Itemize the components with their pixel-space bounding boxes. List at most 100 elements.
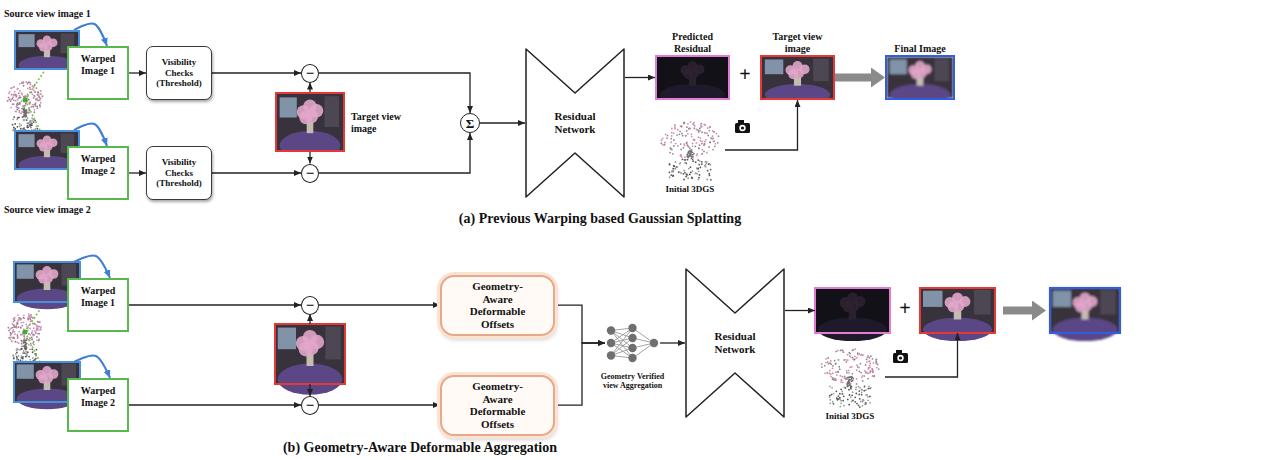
cloud-point xyxy=(683,123,685,125)
cloud-point xyxy=(706,152,708,154)
cloud-point xyxy=(686,143,688,145)
cloud-point xyxy=(843,386,845,388)
cloud-point xyxy=(25,116,27,118)
cloud-point xyxy=(673,139,675,141)
cloud-point xyxy=(709,142,711,144)
cloud-point xyxy=(849,394,851,396)
cloud-point xyxy=(33,111,35,113)
cloud-point xyxy=(858,394,860,396)
cloud-point xyxy=(27,83,29,85)
cloud-point xyxy=(27,317,29,319)
photo-window xyxy=(278,328,296,350)
cloud-point xyxy=(837,371,839,373)
cloud-point xyxy=(17,88,19,90)
cloud-point xyxy=(698,130,700,132)
cloud-point xyxy=(869,360,871,362)
cloud-point xyxy=(669,171,671,173)
cloud-point xyxy=(674,124,676,126)
cloud-point xyxy=(675,161,677,163)
cloud-point xyxy=(839,375,841,377)
flow-arrow xyxy=(309,384,310,396)
cloud-point xyxy=(30,126,32,128)
cloud-point xyxy=(20,327,22,329)
node-label: Warped Image 2 xyxy=(69,385,127,408)
cloud-point xyxy=(863,375,865,377)
cloud-point xyxy=(867,372,869,374)
cloud-point xyxy=(862,354,864,356)
cloud-point xyxy=(712,140,714,142)
cloud-point xyxy=(701,141,703,143)
cloud-point xyxy=(27,318,29,320)
cloud-point xyxy=(853,359,855,361)
cloud-point xyxy=(849,355,851,357)
cloud-point xyxy=(861,389,863,391)
photo-shelf xyxy=(325,326,340,359)
cloud-point xyxy=(697,129,699,131)
cloud-point xyxy=(869,396,871,398)
cloud-point xyxy=(852,380,854,382)
cloud-point xyxy=(841,391,843,393)
cloud-point xyxy=(12,327,14,329)
cloud-point xyxy=(29,102,31,104)
flow-arrow xyxy=(885,333,958,377)
cloud-point xyxy=(704,132,706,134)
cloud-point xyxy=(681,133,683,135)
cloud-point xyxy=(35,324,37,326)
flow-arrow xyxy=(625,77,655,78)
cloud-point xyxy=(674,168,676,170)
cloud-point xyxy=(718,135,720,137)
cloud-point xyxy=(666,137,668,139)
photo-blossom xyxy=(948,302,959,313)
cloud-point xyxy=(698,170,700,172)
cloud-point xyxy=(700,167,702,169)
cloud-point xyxy=(835,363,837,365)
cloud-point xyxy=(32,351,34,353)
cloud-point xyxy=(20,322,22,324)
cloud-point xyxy=(840,350,842,352)
process-box: Visibility Checks (Threshold) xyxy=(146,46,212,100)
cloud-point xyxy=(23,340,25,342)
cloud-point xyxy=(28,112,30,114)
cloud-point xyxy=(848,380,850,382)
cloud-point xyxy=(834,363,836,365)
cloud-point xyxy=(29,120,31,122)
cloud-point xyxy=(24,111,26,113)
cloud-point xyxy=(709,175,711,177)
camera-lens-core xyxy=(741,126,744,129)
cloud-point xyxy=(715,143,717,145)
photo-blossom xyxy=(299,342,313,356)
cloud-point xyxy=(869,362,871,364)
cloud-point xyxy=(878,368,880,370)
cloud-point xyxy=(669,147,671,149)
flow-arrow xyxy=(480,122,525,123)
heading-label: Target view image xyxy=(351,111,419,134)
cloud-point xyxy=(21,355,23,357)
cloud-point xyxy=(38,326,40,328)
cloud-point xyxy=(856,378,858,380)
cloud-point xyxy=(701,131,703,133)
camera-lens xyxy=(897,355,903,361)
cloud-point xyxy=(875,359,877,361)
cloud-point xyxy=(830,376,832,378)
cloud-point xyxy=(855,393,857,395)
cloud-point xyxy=(676,166,678,168)
cloud-point xyxy=(26,81,28,83)
cloud-point xyxy=(709,127,711,129)
cloud-point xyxy=(865,372,867,374)
image-thumbnail xyxy=(1050,288,1120,341)
cloud-point xyxy=(33,89,35,91)
cloud-point xyxy=(684,156,686,158)
image-thumbnail xyxy=(815,288,890,341)
cloud-point xyxy=(848,404,850,406)
cloud-point xyxy=(705,164,707,166)
camera-icon xyxy=(735,120,750,133)
cloud-point xyxy=(872,371,874,373)
cloud-point xyxy=(692,156,694,158)
cloud-point xyxy=(867,388,869,390)
cloud-point xyxy=(824,372,826,374)
cloud-point xyxy=(872,371,874,373)
cloud-point xyxy=(28,333,30,335)
cloud-point xyxy=(20,112,22,114)
cloud-point xyxy=(692,156,694,158)
